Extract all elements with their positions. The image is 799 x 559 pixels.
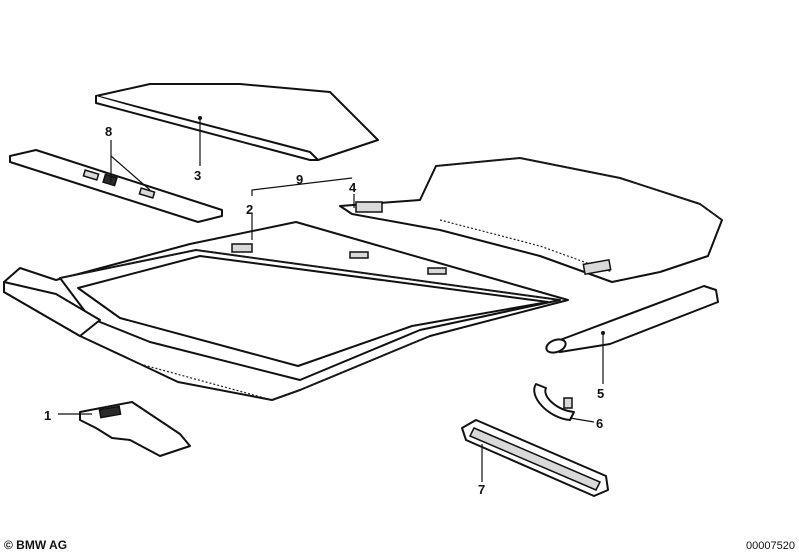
callout-8: 8 — [105, 124, 112, 139]
part-5-tube — [545, 285, 719, 354]
part-1-bracket — [79, 401, 191, 457]
callout-6: 6 — [596, 416, 603, 431]
part-8-strip — [9, 149, 223, 223]
copyright-text: © BMW AG — [4, 538, 68, 552]
callout-9: 9 — [296, 172, 303, 187]
leader-lines — [58, 118, 604, 482]
part-6-clip — [533, 383, 575, 421]
callout-3: 3 — [194, 168, 201, 183]
callout-2: 2 — [246, 202, 253, 217]
callout-7: 7 — [478, 482, 485, 497]
callout-1: 1 — [44, 408, 51, 423]
callout-4: 4 — [349, 180, 357, 195]
callout-5: 5 — [597, 386, 604, 401]
part-2-main-headliner — [3, 221, 569, 401]
part-7-grille — [461, 419, 609, 497]
callout-labels: 1 2 3 4 5 6 7 8 9 — [44, 124, 604, 497]
part-4-rear-headliner — [339, 157, 723, 283]
diagram-number: 00007520 — [746, 540, 795, 552]
part-3-panel — [95, 83, 379, 161]
